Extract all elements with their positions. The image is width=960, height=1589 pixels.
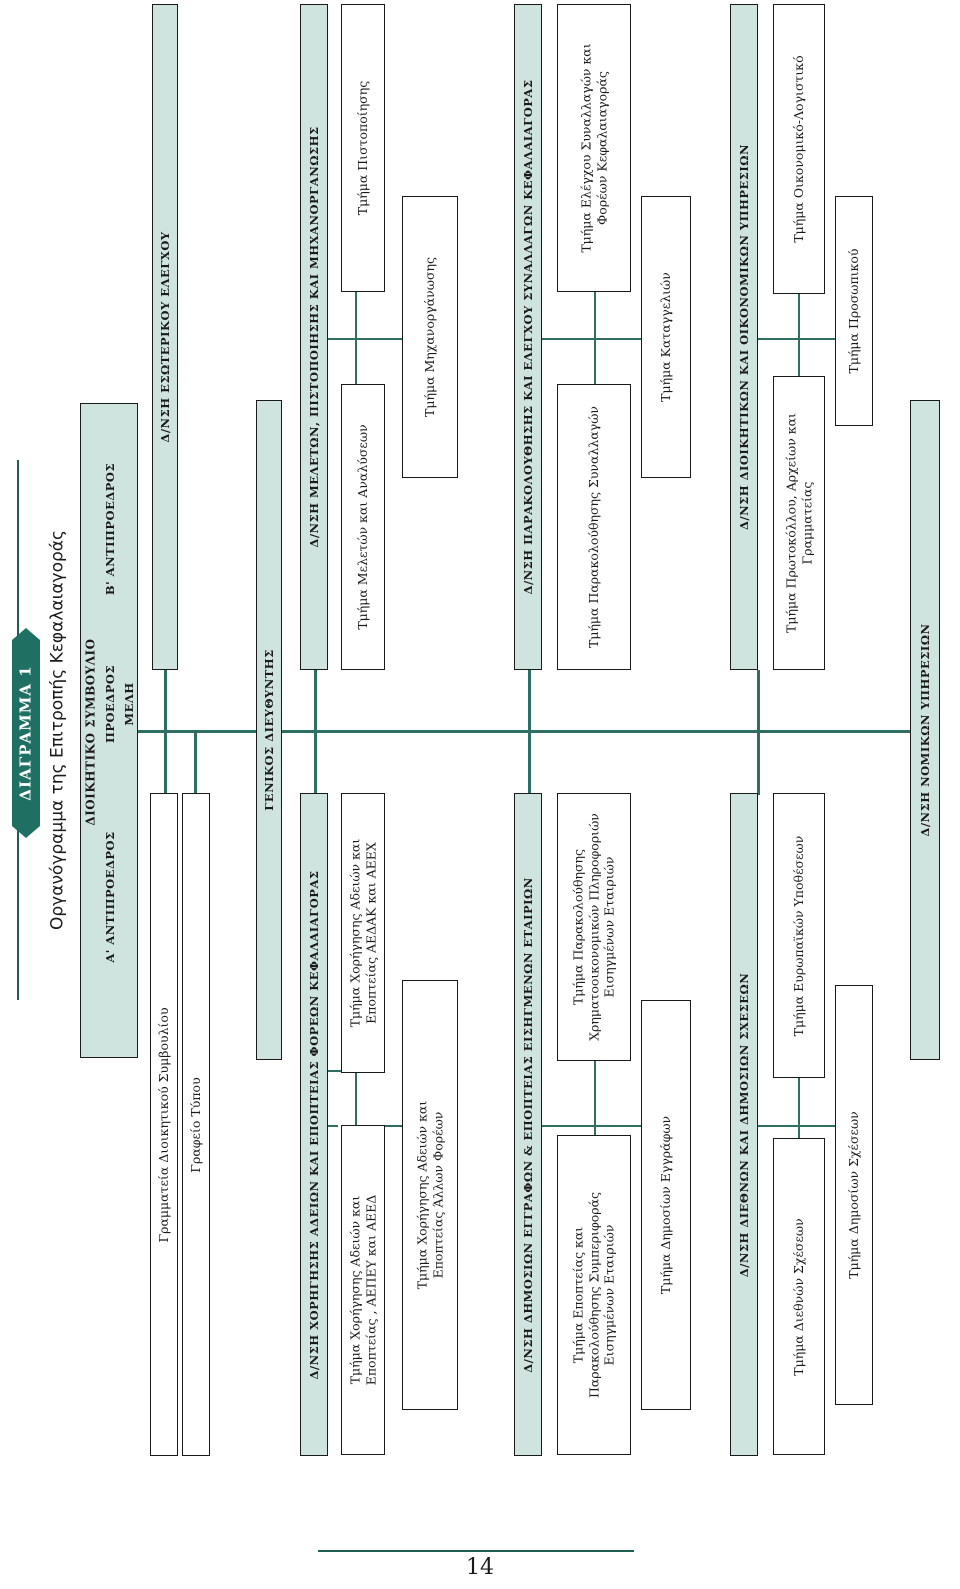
general-director-box: ΓΕΝΙΚΟΣ ΔΙΕΥΘΥΝΤΗΣ (256, 400, 282, 1060)
monitoring-sec1: Τμήμα Παρακολούθησης Συναλλαγών (557, 384, 631, 670)
dept-monitoring: Δ/ΝΣΗ ΠΑΡΑΚΟΛΟΥΘΗΣΗΣ ΚΑΙ ΕΛΕΓΧΟΥ ΣΥΝΑΛΛΑ… (514, 4, 542, 670)
vp-b: Β' ΑΝΤΙΠΡΟΕΔΡΟΣ (102, 462, 117, 596)
international-sec2: Τμήμα Ευρωπαϊκών Υποθέσεων (773, 793, 825, 1078)
board-box: ΔΙΟΙΚΗΤΙΚΟ ΣΥΜΒΟΥΛΙΟ Α' ΑΝΤΙΠΡΟΕΔΡΟΣ ΠΡΟ… (80, 403, 138, 1058)
bottom-rule (318, 1550, 634, 1552)
members: ΜΕΛΗ (121, 682, 136, 726)
diagram-badge: ΔΙΑΓΡΑΜΜΑ 1 (12, 628, 40, 838)
admin-sec3: Τμήμα Προσωπικού (835, 196, 873, 426)
monitoring-sec3: Τμήμα Καταγγελιών (641, 196, 691, 478)
studies-sec2: Τμήμα Πιστοποίησης (341, 4, 385, 292)
admin-sec2: Τμήμα Οικονομικό-Λογιστικό (773, 4, 825, 294)
dept-international: Δ/ΝΣΗ ΔΙΕΘΝΩΝ ΚΑΙ ΔΗΜΟΣΙΩΝ ΣΧΕΣΕΩΝ (730, 793, 758, 1456)
dept-legal: Δ/ΝΣΗ ΝΟΜΙΚΩΝ ΥΠΗΡΕΣΙΩΝ (910, 400, 940, 1060)
dept-studies: Δ/ΝΣΗ ΜΕΛΕΤΩΝ, ΠΙΣΤΟΠΟΙΗΣΗΣ ΚΑΙ ΜΗΧΑΝΟΡΓ… (300, 4, 328, 670)
main-spine (138, 730, 913, 733)
dept-admin: Δ/ΝΣΗ ΔΙΟΙΚΗΤΙΚΩΝ ΚΑΙ ΟΙΚΟΝΟΜΙΚΩΝ ΥΠΗΡΕΣ… (730, 4, 758, 670)
secretariat-box: Γραμματεία Διοικητικού Συμβουλίου (150, 793, 178, 1456)
studies-sec3: Τμήμα Μηχανοργάνωσης (402, 196, 458, 478)
page-number: 14 (466, 1555, 494, 1580)
internal-control-box: Δ/ΝΣΗ ΕΣΩΤΕΡΙΚΟΥ ΕΛΕΓΧΟΥ (152, 4, 178, 670)
studies-sec1: Τμήμα Μελετών και Αναλύσεων (341, 384, 385, 670)
board-title: ΔΙΟΙΚΗΤΙΚΟ ΣΥΜΒΟΥΛΙΟ (83, 637, 98, 826)
dept-licensing: Δ/ΝΣΗ ΧΟΡΗΓΗΣΗΣ ΑΔΕΙΩΝ ΚΑΙ ΕΠΟΠΤΕΙΑΣ ΦΟΡ… (300, 793, 328, 1456)
vp-a: Α' ΑΝΤΙΠΡΟΕΔΡΟΣ (102, 830, 117, 963)
president: ΠΡΟΕΔΡΟΣ (102, 664, 117, 744)
listed-sec3: Τμήμα Δημοσίων Εγγράφων (641, 1000, 691, 1410)
press-office-box: Γραφείο Τύπου (182, 793, 210, 1456)
dept-listed: Δ/ΝΣΗ ΔΗΜΟΣΙΩΝ ΕΓΓΡΑΦΩΝ & ΕΠΟΠΤΕΙΑΣ ΕΙΣΗ… (514, 793, 542, 1456)
international-sec3: Τμήμα Δημοσίων Σχέσεων (835, 985, 873, 1405)
diagram-subtitle: Οργανόγραμμα της Επιτροπής Κεφαλαιαγοράς (47, 530, 68, 930)
international-sec1: Τμήμα Διεθνών Σχέσεων (773, 1138, 825, 1455)
